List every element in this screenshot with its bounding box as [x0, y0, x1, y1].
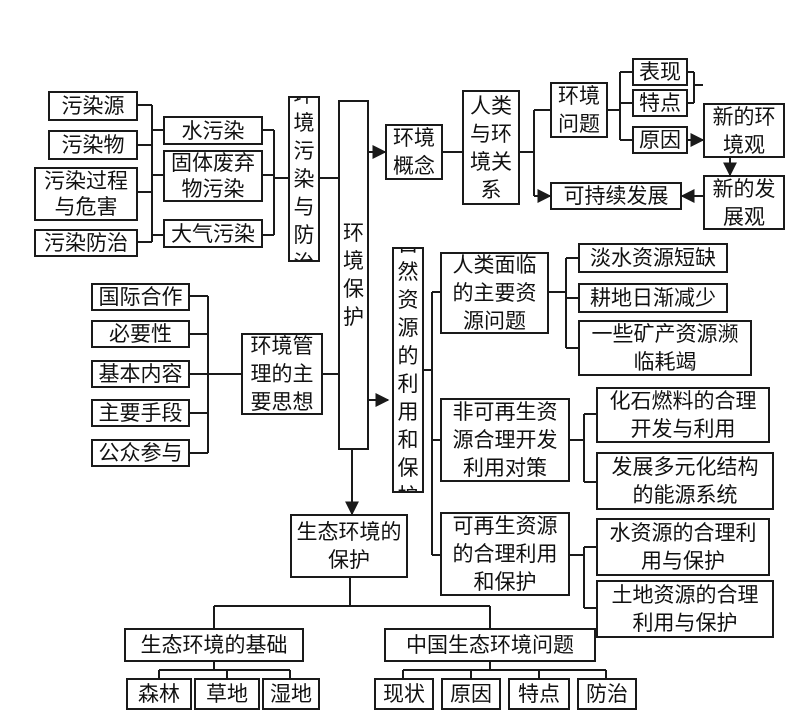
management-title-node: 环境管理的主要思想 — [241, 333, 323, 415]
aspect-label: 污染源 — [61, 94, 125, 118]
pollution-topic-node: 水污染 — [163, 116, 263, 145]
management-title-label: 环境管理的主要思想 — [250, 334, 314, 414]
resources-title-label: 自然资源的利用和保护 — [397, 249, 419, 491]
china-item-node: 原因 — [441, 678, 501, 710]
aspect-label: 污染过程与危害 — [44, 169, 128, 219]
aspect-label: 污染防治 — [44, 231, 128, 255]
main-problem-node: 人类面临的主要资源问题 — [440, 252, 549, 334]
main-problem-item-node: 淡水资源短缺 — [578, 243, 728, 273]
nonrenewable-item-node: 发展多元化结构的能源系统 — [596, 452, 774, 510]
china-item-node: 现状 — [374, 678, 434, 710]
eco-basis-label: 生态环境的基础 — [140, 633, 288, 657]
renewable-item-label: 水资源的合理利用与保护 — [609, 521, 757, 573]
center-label: 环境保护 — [343, 221, 364, 329]
management-item-label: 必要性 — [109, 322, 172, 346]
main-problem-item-node: 一些矿产资源濒临耗竭 — [578, 320, 752, 376]
problem-item-label: 特点 — [639, 91, 681, 115]
management-item-node: 必要性 — [91, 320, 190, 348]
pollution-topic-label: 固体废弃物污染 — [171, 151, 255, 201]
pollution-title-node: 环境污染与防治 — [288, 96, 320, 262]
pollution-topic-label: 水污染 — [181, 118, 245, 143]
pollution-topic-node: 固体废弃物污染 — [163, 150, 263, 202]
main-problem-item-label: 耕地日渐减少 — [590, 286, 716, 310]
main-problem-item-label: 一些矿产资源濒临耗竭 — [591, 322, 739, 374]
eco-title-label: 生态环境的保护 — [296, 520, 402, 572]
china-item-label: 防治 — [586, 682, 628, 706]
eco-china-node: 中国生态环境问题 — [384, 628, 596, 662]
nonrenewable-label: 非可再生资源合理开发利用对策 — [452, 400, 558, 480]
management-item-node: 主要手段 — [91, 399, 190, 427]
concept-title-label: 环境概念 — [393, 126, 435, 178]
nonrenewable-item-node: 化石燃料的合理开发与利用 — [596, 387, 770, 443]
basis-item-node: 草地 — [194, 678, 260, 710]
eco-basis-node: 生态环境的基础 — [124, 628, 304, 662]
aspect-node: 污染防治 — [34, 229, 138, 257]
renewable-item-label: 土地资源的合理利用与保护 — [611, 583, 759, 635]
resources-title-node: 自然资源的利用和保护 — [392, 247, 424, 493]
management-item-node: 基本内容 — [91, 360, 190, 388]
sustainable-node: 可持续发展 — [550, 182, 682, 210]
problem-item-node: 原因 — [632, 126, 688, 154]
relation-label: 人类与环境关系 — [470, 93, 512, 202]
problem-node: 环境问题 — [550, 82, 608, 138]
nonrenewable-item-label: 化石燃料的合理开发与利用 — [609, 389, 757, 441]
pollution-title-label: 环境污染与防治 — [293, 98, 315, 260]
eco-china-label: 中国生态环境问题 — [406, 633, 574, 657]
management-item-label: 国际合作 — [98, 285, 183, 309]
basis-item-label: 森林 — [138, 682, 180, 706]
china-item-label: 原因 — [450, 682, 492, 706]
main-problem-item-label: 淡水资源短缺 — [590, 246, 716, 270]
new-env-view-label: 新的环境观 — [712, 104, 776, 157]
problem-item-node: 特点 — [632, 89, 688, 117]
problem-item-label: 原因 — [639, 128, 681, 152]
aspect-node: 污染物 — [48, 130, 138, 160]
management-item-node: 公众参与 — [91, 439, 190, 467]
china-item-label: 现状 — [383, 682, 425, 706]
pollution-topic-label: 大气污染 — [171, 221, 255, 246]
nonrenewable-item-label: 发展多元化结构的能源系统 — [611, 455, 759, 507]
pollution-topic-node: 大气污染 — [163, 219, 263, 248]
concept-title-node: 环境概念 — [385, 124, 443, 180]
problem-item-node: 表现 — [632, 58, 688, 86]
problem-label: 环境问题 — [558, 84, 600, 136]
relation-node: 人类与环境关系 — [462, 90, 520, 205]
problem-item-label: 表现 — [639, 60, 681, 84]
management-item-label: 公众参与 — [98, 441, 183, 465]
aspect-label: 污染物 — [61, 133, 125, 157]
management-item-label: 基本内容 — [98, 362, 183, 386]
aspect-node: 污染源 — [48, 91, 138, 121]
china-item-label: 特点 — [518, 682, 560, 706]
basis-item-node: 湿地 — [262, 678, 320, 710]
management-item-node: 国际合作 — [91, 283, 190, 311]
new-dev-view-label: 新的发展观 — [712, 176, 776, 229]
renewable-node: 可再生资源的合理利用和保护 — [440, 512, 570, 596]
basis-item-label: 湿地 — [270, 682, 312, 706]
china-item-node: 特点 — [508, 678, 570, 710]
china-item-node: 防治 — [577, 678, 637, 710]
basis-item-node: 森林 — [126, 678, 192, 710]
renewable-item-node: 土地资源的合理利用与保护 — [596, 580, 774, 638]
sustainable-label: 可持续发展 — [563, 184, 669, 208]
basis-item-label: 草地 — [206, 682, 248, 706]
main-problem-label: 人类面临的主要资源问题 — [452, 253, 537, 333]
new-dev-view-node: 新的发展观 — [703, 175, 785, 230]
center-node: 环境保护 — [338, 100, 369, 450]
renewable-label: 可再生资源的合理利用和保护 — [452, 514, 558, 594]
renewable-item-node: 水资源的合理利用与保护 — [596, 518, 770, 576]
main-problem-item-node: 耕地日渐减少 — [578, 283, 728, 313]
nonrenewable-node: 非可再生资源合理开发利用对策 — [440, 398, 570, 482]
management-item-label: 主要手段 — [98, 401, 183, 425]
aspect-node: 污染过程与危害 — [34, 167, 138, 221]
new-env-view-node: 新的环境观 — [703, 103, 785, 158]
eco-title-node: 生态环境的保护 — [290, 514, 408, 578]
